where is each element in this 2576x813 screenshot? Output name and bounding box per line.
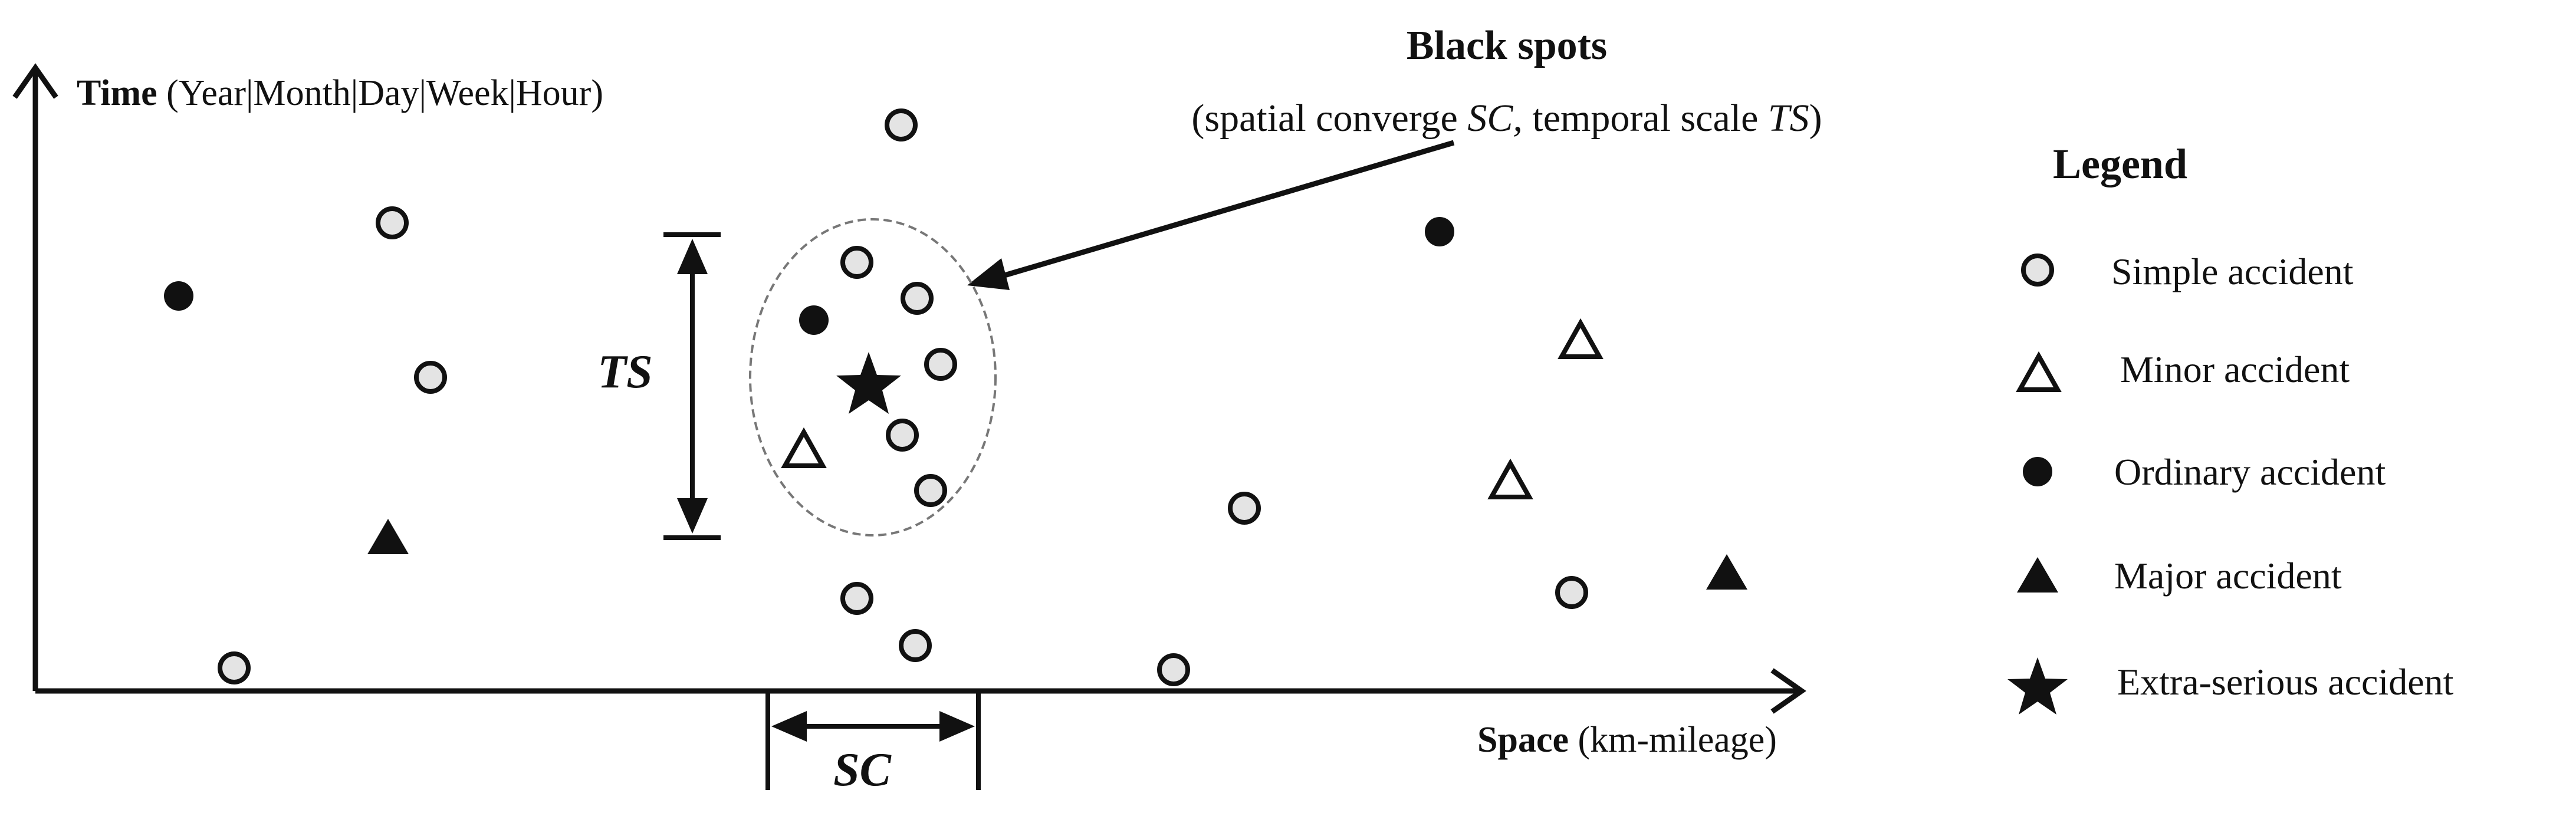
simple-accident-marker: [376, 206, 409, 239]
sc-dimension: [765, 691, 981, 790]
sc-arrow-left: [771, 711, 807, 742]
subtitle-sc: SC,: [1467, 97, 1523, 140]
ts-dimension: [663, 232, 721, 540]
ordinary-accident-marker: [799, 305, 829, 335]
legend-item-label: Minor accident: [2120, 348, 2350, 390]
subtitle-part2: temporal scale: [1523, 97, 1768, 140]
axes: [12, 63, 1806, 714]
simple-accident-marker: [414, 361, 447, 394]
simple-accident-marker: [1555, 576, 1588, 609]
minor-accident-marker: [781, 427, 827, 468]
extra-serious-accident-marker: [836, 352, 901, 414]
simple-accident-marker: [218, 651, 251, 684]
pointer-arrow-head: [967, 258, 1010, 290]
simple-accident-marker: [901, 282, 934, 315]
open-circle-icon: [2021, 254, 2054, 287]
sc-label: SC: [833, 744, 892, 796]
ordinary-accident-marker: [1425, 217, 1454, 246]
minor-accident-marker: [1487, 458, 1533, 499]
legend-item-label: Extra-serious accident: [2117, 661, 2454, 703]
space-axis-label-units: (km-mileage): [1569, 720, 1777, 760]
ordinary-accident-marker: [164, 281, 193, 311]
accident-markers: [164, 108, 1747, 686]
subtitle-ts: TS: [1768, 97, 1809, 140]
time-axis-arrowhead: [12, 63, 58, 99]
subtitle-part3: ): [1809, 97, 1822, 140]
simple-accident-marker: [914, 474, 947, 507]
simple-accident-marker: [840, 582, 873, 615]
simple-accident-marker: [1157, 653, 1190, 686]
simple-accident-marker: [840, 246, 873, 279]
space-axis-label-bold: Space: [1477, 720, 1569, 760]
simple-accident-marker: [886, 419, 919, 452]
legend-title: Legend: [2053, 140, 2187, 187]
subtitle-part1: (spatial converge: [1191, 97, 1467, 140]
legend-item-ordinary: Ordinary accident: [2023, 451, 2386, 493]
legend: Legend Simple accident Minor accident Or…: [2007, 140, 2454, 715]
pointer-arrow-line: [1001, 140, 1455, 279]
minor-accident-marker: [1558, 318, 1604, 359]
black-spot-cluster-ellipse: [749, 218, 997, 536]
filled-circle-icon: [2023, 457, 2052, 486]
black-spots-title: Black spots: [1407, 23, 1607, 68]
filled-triangle-icon: [2017, 557, 2058, 593]
major-accident-marker: [367, 519, 409, 554]
space-axis-label: Space (km-mileage): [1477, 720, 1777, 760]
ts-arrow-top: [677, 239, 708, 274]
star-icon: [2007, 657, 2068, 715]
simple-accident-marker: [1228, 492, 1261, 525]
legend-item-label: Major accident: [2114, 555, 2342, 597]
legend-item-simple: Simple accident: [2021, 251, 2354, 292]
black-spots-subtitle: (spatial converge SC, temporal scale TS): [1191, 97, 1822, 140]
legend-item-label: Simple accident: [2111, 251, 2354, 292]
ts-label: TS: [597, 346, 652, 398]
space-axis-arrowhead: [1770, 668, 1806, 714]
sc-arrow-right: [939, 711, 975, 742]
major-accident-marker: [1706, 554, 1747, 590]
simple-accident-marker: [885, 108, 918, 141]
open-triangle-icon: [2016, 351, 2062, 392]
simple-accident-marker: [924, 348, 957, 381]
ts-arrow-bottom: [677, 498, 708, 534]
simple-accident-marker: [899, 629, 932, 662]
legend-item-minor: Minor accident: [2016, 348, 2350, 392]
time-axis-label-units: (Year|Month|Day|Week|Hour): [157, 73, 603, 113]
time-axis-label: Time (Year|Month|Day|Week|Hour): [77, 73, 603, 113]
time-axis-label-bold: Time: [77, 73, 157, 113]
legend-item-label: Ordinary accident: [2114, 451, 2386, 493]
legend-item-extra-serious: Extra-serious accident: [2007, 657, 2454, 715]
legend-item-major: Major accident: [2017, 555, 2342, 597]
